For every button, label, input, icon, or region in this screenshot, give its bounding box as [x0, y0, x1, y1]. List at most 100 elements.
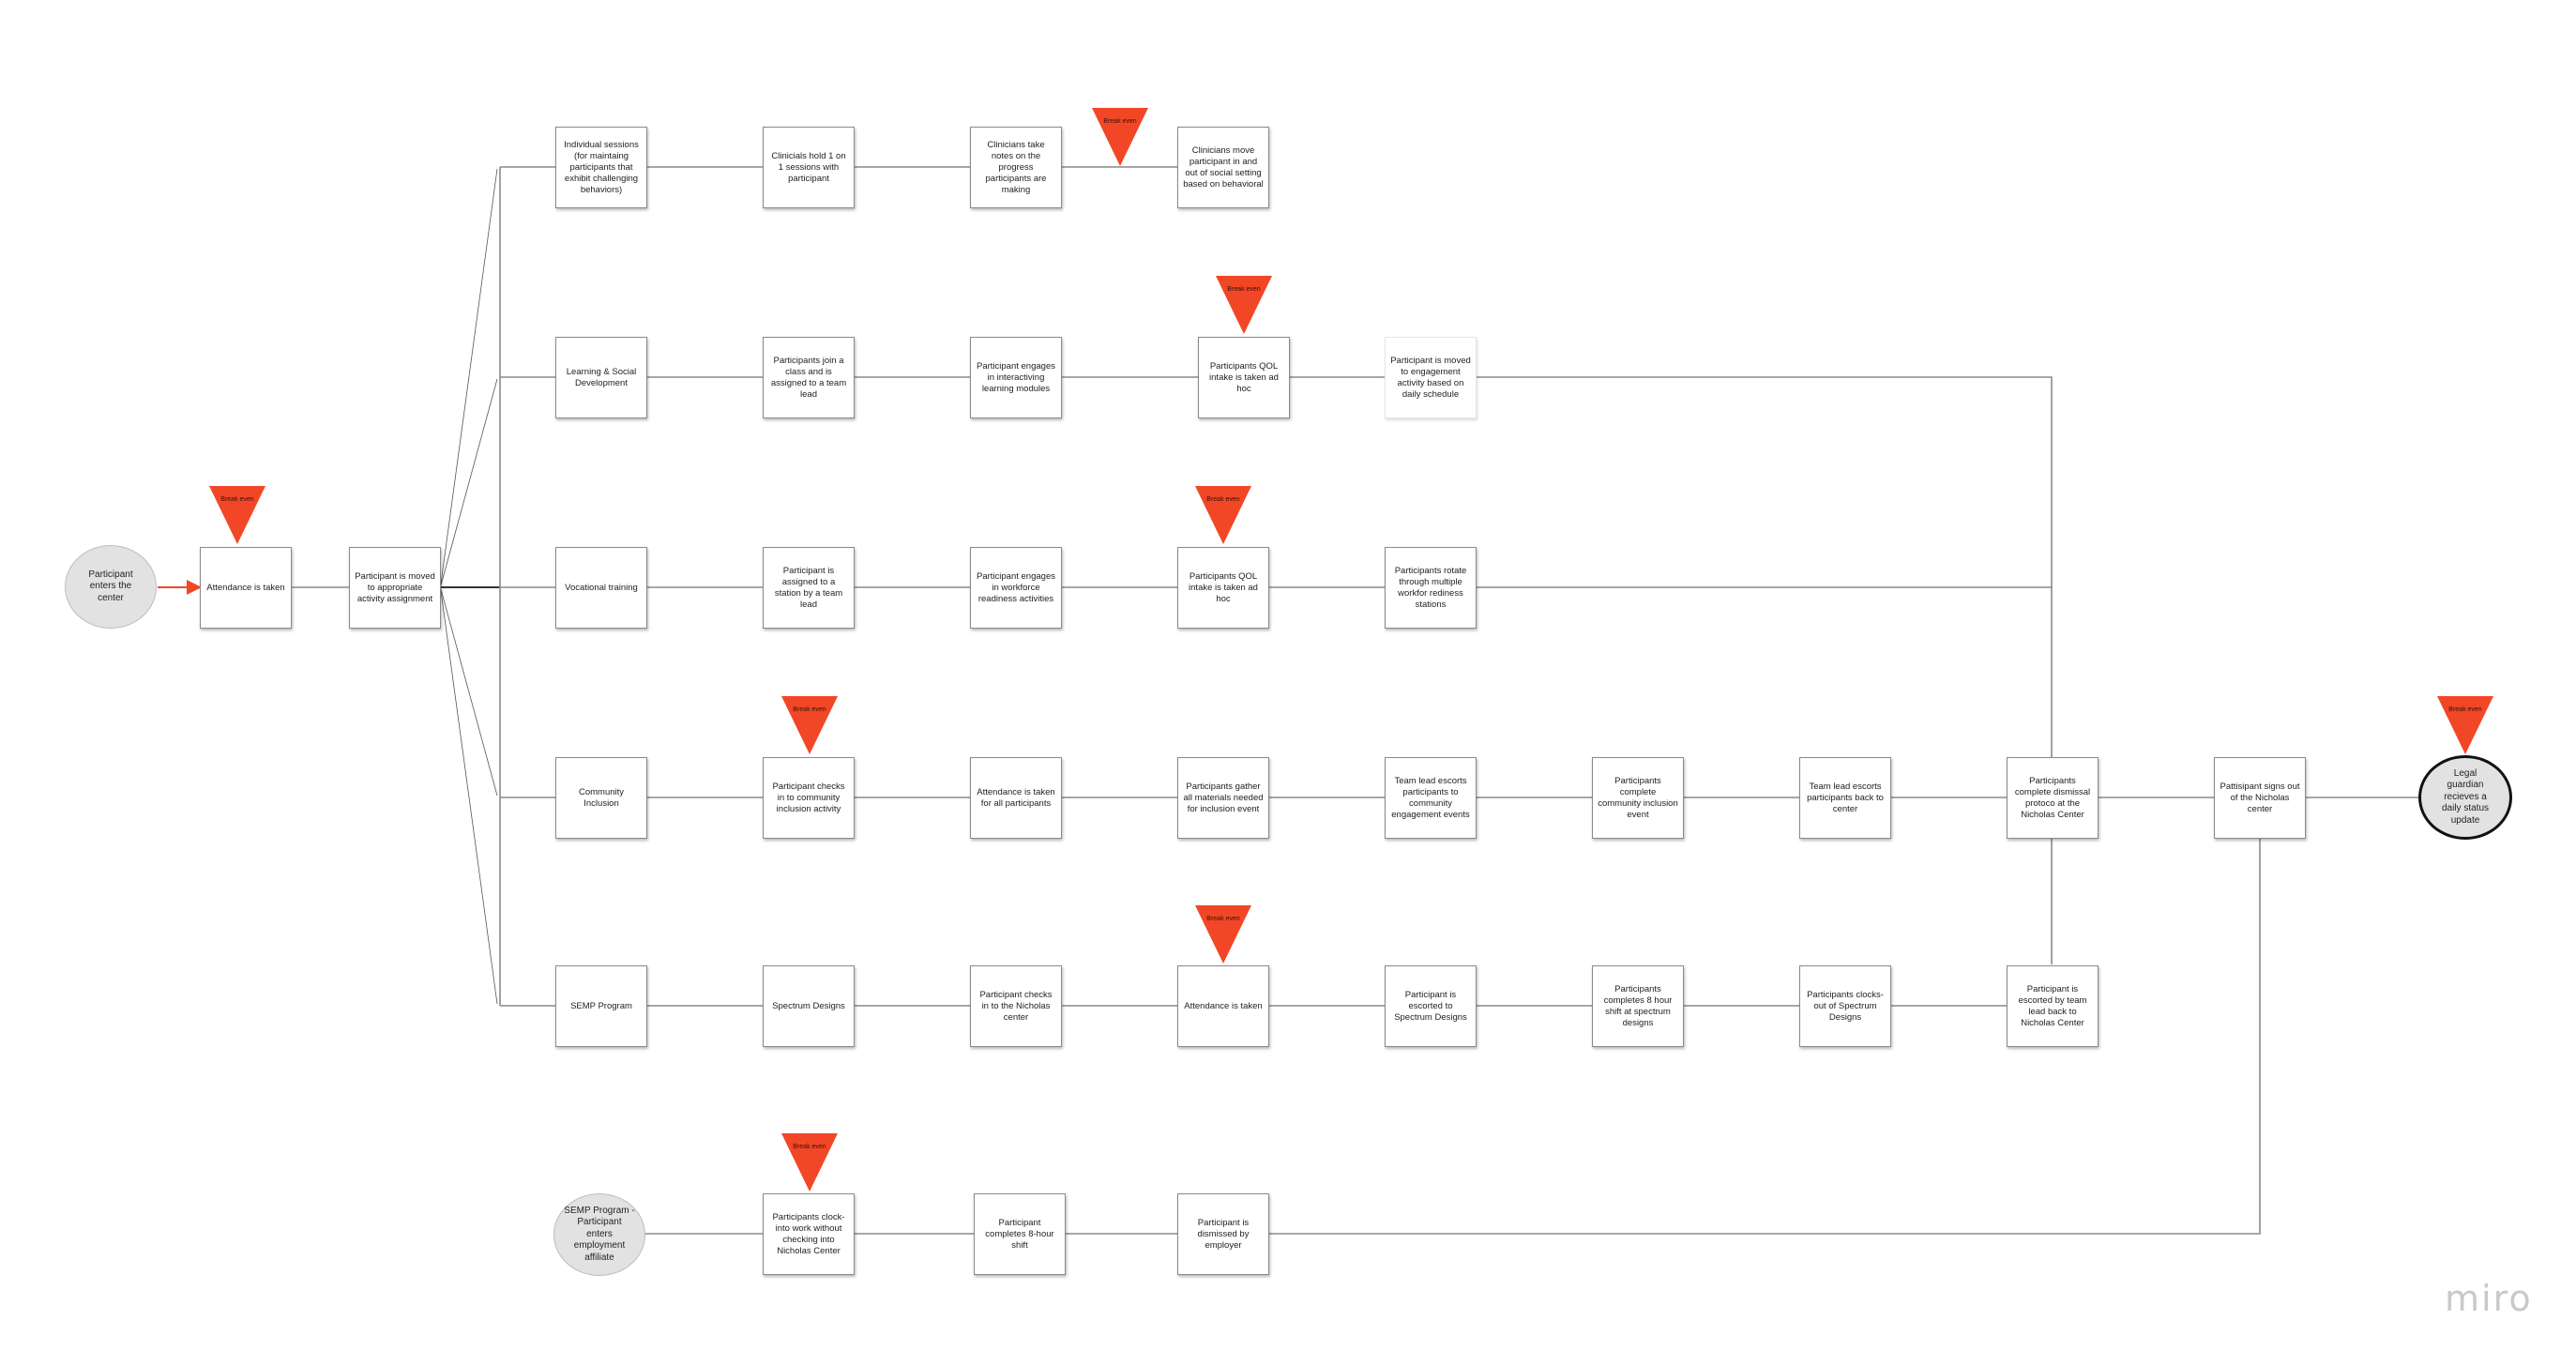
step-label: Participants QOL intake is taken ad hoc	[1209, 360, 1279, 394]
start-node-label: Participant enters the center	[88, 569, 133, 603]
step-attendance-taken: Attendance is taken	[200, 547, 292, 629]
step-semp-1: Spectrum Designs	[763, 965, 855, 1047]
step-label: Community Inclusion	[578, 786, 625, 809]
marker-triangle-icon	[1195, 486, 1251, 544]
step-semp-5: Participants completes 8 hour shift at s…	[1592, 965, 1684, 1047]
step-label: Participant is escorted to Spectrum Desi…	[1394, 989, 1467, 1023]
step-label: Participants QOL intake is taken ad hoc	[1189, 570, 1258, 604]
start-node-participant-enters: Participant enters the center	[65, 545, 157, 629]
marker-label: Break even	[1206, 916, 1240, 922]
step-label: Participants rotate through multiple wor…	[1394, 565, 1467, 610]
step-label: Participants clock-into work without che…	[772, 1211, 845, 1256]
step-label: Participant is moved to engagement activ…	[1390, 355, 1471, 400]
marker-label: Break even	[1206, 496, 1240, 503]
step-label: Participant checks in to community inclu…	[772, 781, 845, 814]
step-community-5: Participants complete community inclusio…	[1592, 757, 1684, 839]
step-label: Attendance is taken for all participants	[977, 786, 1055, 809]
step-learning-3: Participants QOL intake is taken ad hoc	[1198, 337, 1290, 418]
step-learning-4: Participant is moved to engagement activ…	[1385, 337, 1477, 418]
step-employment-3: Participant is dismissed by employer	[1177, 1193, 1269, 1275]
end-node-guardian-update: Legal guardian recieves a daily status u…	[2418, 755, 2512, 840]
break-even-marker: Break even	[1195, 486, 1251, 544]
step-label: Participant checks in to the Nicholas ce…	[979, 989, 1053, 1023]
track-individual-sessions: Individual sessions (for maintaing parti…	[555, 127, 647, 208]
step-label: Clinicials hold 1 on 1 sessions with par…	[771, 150, 846, 184]
step-vocational-2: Participant engages in workforce readine…	[970, 547, 1062, 629]
step-label: Participant is assigned to a station by …	[774, 565, 843, 610]
step-employment-2: Participant completes 8-hour shift	[974, 1193, 1066, 1275]
step-vocational-3: Participants QOL intake is taken ad hoc	[1177, 547, 1269, 629]
marker-triangle-icon	[2437, 696, 2493, 754]
step-label: Attendance is taken	[1184, 1000, 1263, 1011]
step-label: Participant engages in workforce readine…	[977, 570, 1055, 604]
marker-triangle-icon	[1216, 276, 1272, 334]
marker-triangle-icon	[1195, 905, 1251, 964]
step-semp-2: Participant checks in to the Nicholas ce…	[970, 965, 1062, 1047]
step-label: Team lead escorts participants back to c…	[1807, 781, 1884, 814]
step-label: Participant completes 8-hour shift	[985, 1217, 1054, 1251]
step-individual-2: Clinicians take notes on the progress pa…	[970, 127, 1062, 208]
step-semp-7: Participant is escorted by team lead bac…	[2007, 965, 2099, 1047]
step-label: Vocational training	[565, 582, 638, 593]
marker-label: Break even	[2448, 706, 2482, 713]
step-label: Clinicians take notes on the progress pa…	[985, 139, 1047, 195]
step-label: Participant is dismissed by employer	[1197, 1217, 1250, 1251]
step-label: Spectrum Designs	[772, 1000, 845, 1011]
track-community-inclusion: Community Inclusion	[555, 757, 647, 839]
marker-label: Break even	[1103, 118, 1137, 125]
step-dismissal-protocol: Participants complete dismissal protoco …	[2007, 757, 2099, 839]
step-label: Participant is escorted by team lead bac…	[2018, 983, 2087, 1028]
track-vocational-training: Vocational training	[555, 547, 647, 629]
miro-logo: miro	[2445, 1278, 2533, 1319]
marker-triangle-icon	[209, 486, 265, 544]
break-even-marker: Break even	[209, 486, 265, 544]
track-semp-program: SEMP Program	[555, 965, 647, 1047]
step-learning-1: Participants join a class and is assigne…	[763, 337, 855, 418]
track-learning-social: Learning & Social Development	[555, 337, 647, 418]
step-sign-out: Pattisipant signs out of the Nicholas ce…	[2214, 757, 2306, 839]
step-label: Participants completes 8 hour shift at s…	[1603, 983, 1673, 1028]
marker-triangle-icon	[781, 1133, 838, 1191]
step-label: Participant is moved to appropriate acti…	[355, 570, 435, 604]
step-community-6: Team lead escorts participants back to c…	[1799, 757, 1891, 839]
step-vocational-4: Participants rotate through multiple wor…	[1385, 547, 1477, 629]
step-learning-2: Participant engages in interactiving lea…	[970, 337, 1062, 418]
step-individual-1: Clinicials hold 1 on 1 sessions with par…	[763, 127, 855, 208]
start-node-label: SEMP Program - Participant enters employ…	[564, 1205, 635, 1263]
step-label: Team lead escorts participants to commun…	[1391, 775, 1470, 820]
break-even-marker: Break even	[781, 1133, 838, 1191]
break-even-marker: Break even	[1195, 905, 1251, 964]
end-node-label: Legal guardian recieves a daily status u…	[2441, 767, 2490, 826]
step-community-3: Participants gather all materials needed…	[1177, 757, 1269, 839]
marker-label: Break even	[793, 1144, 826, 1150]
marker-triangle-icon	[781, 696, 838, 754]
step-community-2: Attendance is taken for all participants	[970, 757, 1062, 839]
step-semp-3: Attendance is taken	[1177, 965, 1269, 1047]
step-semp-6: Participants clocks-out of Spectrum Desi…	[1799, 965, 1891, 1047]
step-label: Participant engages in interactiving lea…	[977, 360, 1055, 394]
step-activity-assignment: Participant is moved to appropriate acti…	[349, 547, 441, 629]
marker-label: Break even	[793, 706, 826, 713]
step-label: Participants join a class and is assigne…	[770, 355, 847, 400]
start-node-semp-employment: SEMP Program - Participant enters employ…	[553, 1193, 645, 1276]
step-label: Pattisipant signs out of the Nicholas ce…	[2220, 781, 2300, 814]
step-semp-4: Participant is escorted to Spectrum Desi…	[1385, 965, 1477, 1047]
step-label: Learning & Social Development	[566, 366, 637, 388]
step-label: Participants gather all materials needed…	[1183, 781, 1264, 814]
step-label: Individual sessions (for maintaing parti…	[564, 139, 639, 195]
step-community-1: Participant checks in to community inclu…	[763, 757, 855, 839]
step-label: SEMP Program	[570, 1000, 632, 1011]
step-label: Participants clocks-out of Spectrum Desi…	[1807, 989, 1884, 1023]
step-employment-1: Participants clock-into work without che…	[763, 1193, 855, 1275]
marker-triangle-icon	[1092, 108, 1148, 166]
step-vocational-1: Participant is assigned to a station by …	[763, 547, 855, 629]
step-label: Participants complete dismissal protoco …	[2014, 775, 2091, 820]
step-label: Participants complete community inclusio…	[1598, 775, 1678, 820]
step-label: Clinicians move participant in and out o…	[1183, 144, 1264, 190]
break-even-marker: Break even	[781, 696, 838, 754]
break-even-marker: Break even	[2437, 696, 2493, 754]
break-even-marker: Break even	[1092, 108, 1148, 166]
marker-label: Break even	[220, 496, 254, 503]
marker-label: Break even	[1227, 286, 1261, 293]
